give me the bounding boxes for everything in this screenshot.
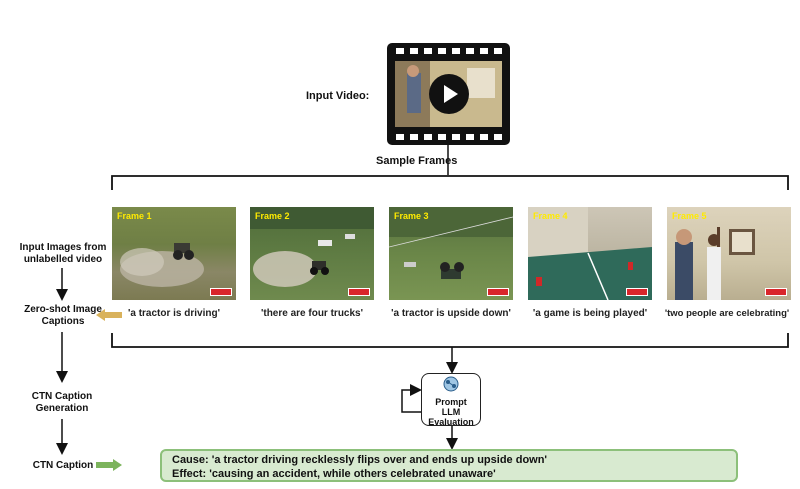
green-right-arrow-icon xyxy=(96,459,122,471)
frame-4-caption: 'a game is being played' xyxy=(532,308,648,319)
video-film-strip[interactable] xyxy=(387,43,510,145)
llm-evaluation-box[interactable]: Prompt LLM Evaluation xyxy=(421,373,481,427)
frame-1-caption: 'a tractor is driving' xyxy=(127,308,220,319)
frame-badge xyxy=(348,288,370,296)
film-strip-icon xyxy=(387,43,510,145)
frame-4-tag: Frame 4 xyxy=(533,211,568,221)
llm-prompt-label: Prompt xyxy=(435,397,467,407)
frame-2-image[interactable]: Frame 2 xyxy=(250,207,374,300)
ctn-effect-text: Effect: 'causing an accident, while othe… xyxy=(172,468,496,480)
upside-down-tractor-icon xyxy=(389,207,513,279)
ctn-caption-box: Cause: 'a tractor driving recklessly fli… xyxy=(160,449,738,482)
game-table-icon xyxy=(528,207,652,300)
celebrating-people-icon xyxy=(675,227,755,300)
frame-badge xyxy=(765,288,787,296)
frame-badge xyxy=(487,288,509,296)
frame-2-tag: Frame 2 xyxy=(255,211,290,221)
tractor-scene-icon xyxy=(120,243,204,287)
llm-evaluation-label: Evaluation xyxy=(428,417,474,427)
frame-1-image[interactable]: Frame 1 xyxy=(112,207,236,300)
ctn-caption-label: CTN Caption xyxy=(32,460,94,471)
frame-3-caption: 'a tractor is upside down' xyxy=(391,308,511,319)
frame-5-tag: Frame 5 xyxy=(672,211,707,221)
ctn-generation-label: CTN Caption Generation xyxy=(31,391,93,414)
llm-label: LLM xyxy=(441,407,461,417)
input-images-label: Input Images from unlabelled video xyxy=(19,242,107,265)
sample-frames-label: Sample Frames xyxy=(376,155,458,167)
trucks-scene-icon xyxy=(250,207,374,287)
input-video-label: Input Video: xyxy=(306,90,370,102)
frame-1-tag: Frame 1 xyxy=(117,211,152,221)
frame-5-caption: 'two people are celebrating' xyxy=(664,308,790,319)
frame-badge xyxy=(210,288,232,296)
ctn-cause-text: Cause: 'a tractor driving recklessly fli… xyxy=(172,454,548,466)
frame-3-tag: Frame 3 xyxy=(394,211,429,221)
frame-3-image[interactable]: Frame 3 xyxy=(389,207,513,300)
frame-badge xyxy=(626,288,648,296)
llm-brain-icon xyxy=(443,376,459,392)
yellow-left-arrow-icon xyxy=(96,309,122,321)
frame-2-caption: 'there are four trucks' xyxy=(260,308,363,319)
frame-5-image[interactable]: Frame 5 xyxy=(667,207,791,300)
frame-4-image[interactable]: Frame 4 xyxy=(528,207,652,300)
zero-shot-label: Zero-shot Image Captions xyxy=(24,304,102,327)
